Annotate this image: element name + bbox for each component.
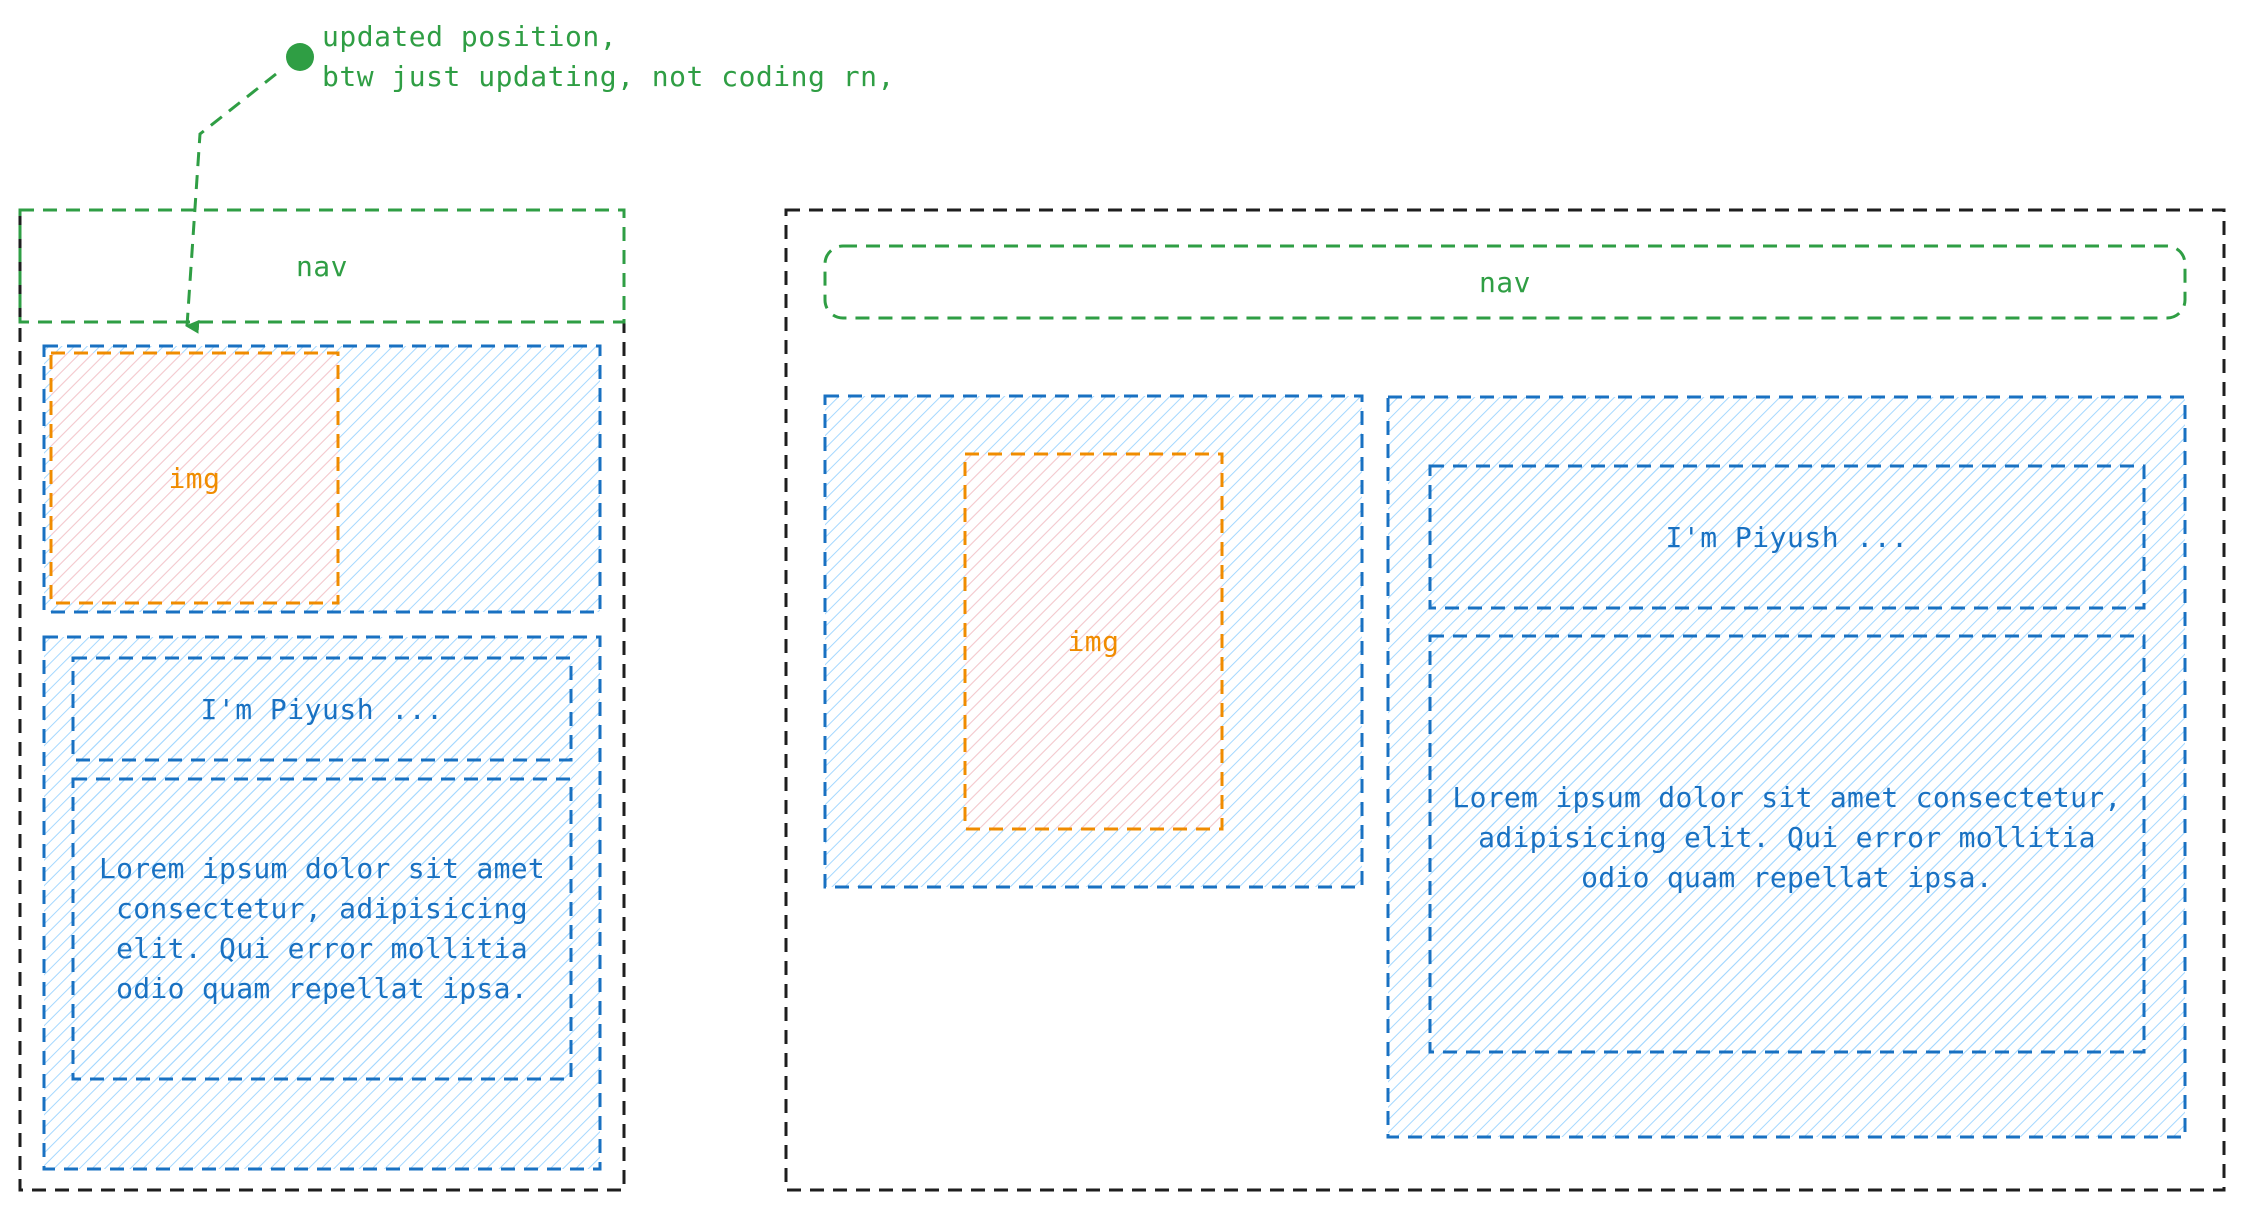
mobile-img-box bbox=[49, 351, 340, 605]
mobile-nav-box bbox=[18, 208, 626, 324]
desktop-heading-label: I'm Piyush ... bbox=[1665, 520, 1909, 554]
mobile-nav-label: nav bbox=[295, 249, 349, 283]
mobile-heading-box bbox=[71, 656, 573, 762]
desktop-nav-label: nav bbox=[1478, 265, 1532, 299]
mobile-paragraph-text: Lorem ipsum dolor sit amet consectetur, … bbox=[98, 852, 546, 1005]
desktop-nav-box bbox=[823, 244, 2187, 320]
desktop-paragraph-text: Lorem ipsum dolor sit amet consectetur, … bbox=[1452, 781, 2122, 894]
mobile-img-label: img bbox=[168, 461, 221, 495]
desktop-img-label: img bbox=[1067, 625, 1120, 658]
desktop-heading-box bbox=[1428, 464, 2146, 610]
desktop-img-box bbox=[963, 452, 1224, 831]
annotation-note-line-2: btw just updating, not coding rn, bbox=[322, 60, 895, 93]
mobile-paragraph-box bbox=[71, 777, 573, 1081]
annotation-dot bbox=[286, 43, 314, 71]
mobile-heading-label: I'm Piyush ... bbox=[200, 692, 444, 726]
desktop-frame bbox=[784, 208, 2226, 1192]
annotation-arrow bbox=[185, 72, 277, 334]
desktop-paragraph-box bbox=[1428, 634, 2146, 1054]
annotation-note-line-1: updated position, bbox=[322, 20, 618, 53]
